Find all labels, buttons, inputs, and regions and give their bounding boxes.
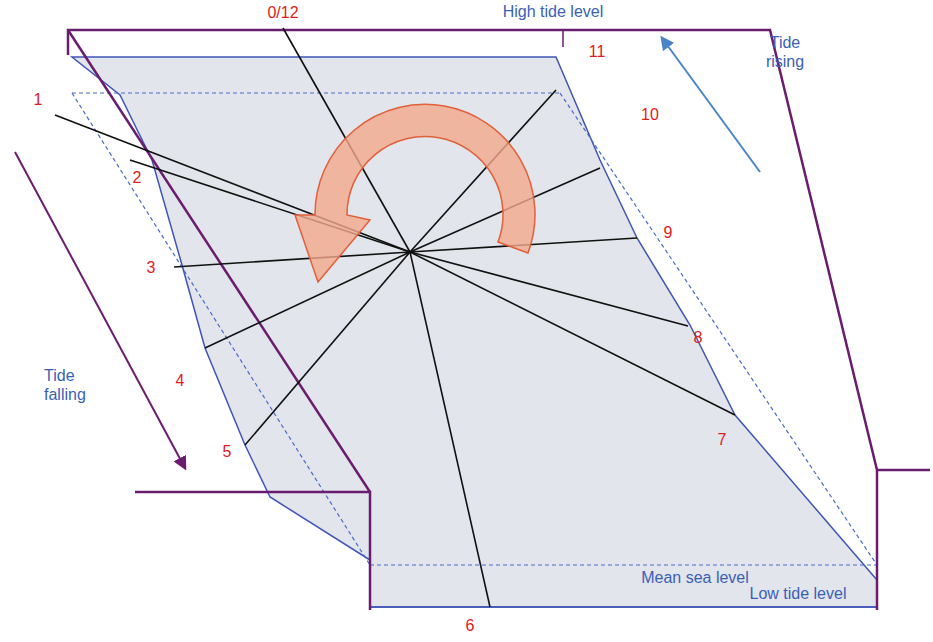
tide-label: Tide falling: [44, 366, 106, 404]
hour-number: 10: [641, 105, 659, 124]
level-label: High tide level: [503, 2, 604, 21]
hour-number: 11: [589, 42, 606, 61]
rotation-arrow: [295, 104, 535, 282]
level-label: Mean sea level: [641, 568, 749, 587]
tide-falling-arrow: [15, 152, 185, 468]
hour-number: 9: [664, 223, 673, 242]
tide-label: Tide rising: [755, 33, 815, 71]
hour-number: 3: [147, 258, 156, 277]
hour-number: 2: [133, 168, 142, 187]
tide-rising-arrow: [662, 38, 760, 172]
hour-number: 4: [176, 371, 185, 390]
water-surface: [72, 57, 877, 607]
level-label: Low tide level: [750, 584, 847, 603]
cotidal-lines: [55, 28, 735, 607]
mean-sea-level-plane: [72, 93, 877, 565]
hour-number: 7: [718, 430, 727, 449]
hour-number: 5: [223, 442, 232, 461]
hour-number: 1: [34, 90, 43, 109]
hour-number: 8: [694, 328, 703, 347]
hour-number: 0/12: [267, 3, 298, 22]
hour-number: 6: [466, 616, 475, 635]
channel-outline: [68, 30, 930, 610]
low-tide-line: [370, 606, 877, 608]
